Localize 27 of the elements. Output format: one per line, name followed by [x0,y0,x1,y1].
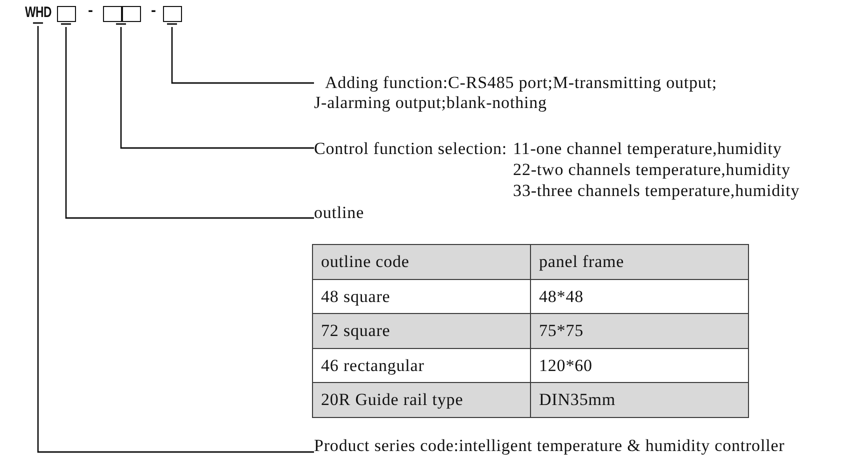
callout-text: Adding function:C-RS485 port;M-transmitting output; J-alarming output;blank-nothing [314,73,724,113]
callout-text: Product series code:intelligent temperature & humidity controller [314,436,785,456]
table-cell: 20R Guide rail type [312,382,530,417]
code-slot-box [163,6,182,22]
table-header-cell: panel frame [530,244,748,279]
table-cell: 48*48 [530,279,748,314]
table-cell: 120*60 [530,348,748,382]
model-code-prefix: WHD [25,5,52,21]
code-slot-box [57,6,76,22]
leader-line [166,23,315,84]
table-cell: 46 rectangular [312,348,530,382]
leader-line [60,23,315,219]
leader-line [115,23,315,149]
separator-dash: - [151,3,156,19]
separator-dash: - [88,3,93,19]
table-header-cell: outline code [312,244,530,279]
table-cell: 75*75 [530,314,748,348]
table-cell: 48 square [312,279,530,314]
leader-line [32,22,315,453]
option-text: 22-two channels temperature,humidity [513,159,790,180]
option-text: 33-three channels temperature,humidity [513,180,800,201]
table-cell: DIN35mm [530,382,748,417]
option-text: 11-one channel temperature,humidity [513,138,782,159]
callout-text: outline [314,203,364,223]
callout-heading: Control function selection: [314,138,508,159]
table-cell: 72 square [312,314,530,348]
double-code-slot-box [103,6,141,22]
